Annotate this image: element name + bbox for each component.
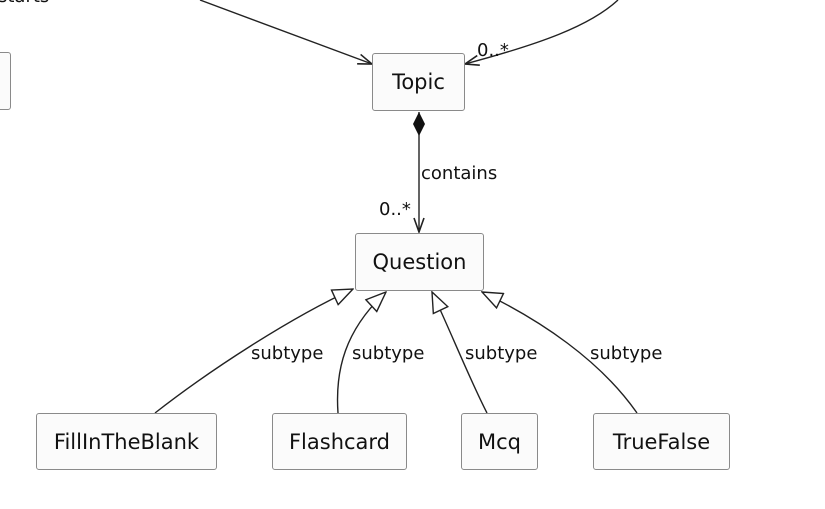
clipped-left-node	[0, 52, 11, 110]
edge-flashcard-subtype	[336, 292, 386, 414]
edge-fillintheblank-subtype	[154, 289, 353, 414]
edge-upper-right-to-topic	[465, 0, 619, 64]
contains-label: contains	[421, 163, 498, 184]
edge-mcq-subtype	[432, 292, 488, 414]
question-node[interactable]: Question	[355, 233, 484, 291]
subtype-label-fillintheblank: subtype	[251, 343, 324, 364]
incoming-topic-multiplicity: 0..*	[477, 40, 509, 61]
edge-upper-left-to-topic	[199, 0, 372, 64]
truefalse-node[interactable]: TrueFalse	[593, 413, 730, 470]
clipped-top-left-label: starts	[0, 0, 49, 6]
fillintheblank-node[interactable]: FillInTheBlank	[36, 413, 217, 470]
mcq-node[interactable]: Mcq	[461, 413, 538, 470]
flashcard-node[interactable]: Flashcard	[272, 413, 407, 470]
subtype-label-mcq: subtype	[465, 343, 538, 364]
subtype-label-truefalse: subtype	[590, 343, 663, 364]
topic-node[interactable]: Topic	[372, 53, 465, 111]
edge-truefalse-subtype	[482, 292, 638, 414]
subtype-label-flashcard: subtype	[352, 343, 425, 364]
question-multiplicity: 0..*	[379, 199, 411, 220]
